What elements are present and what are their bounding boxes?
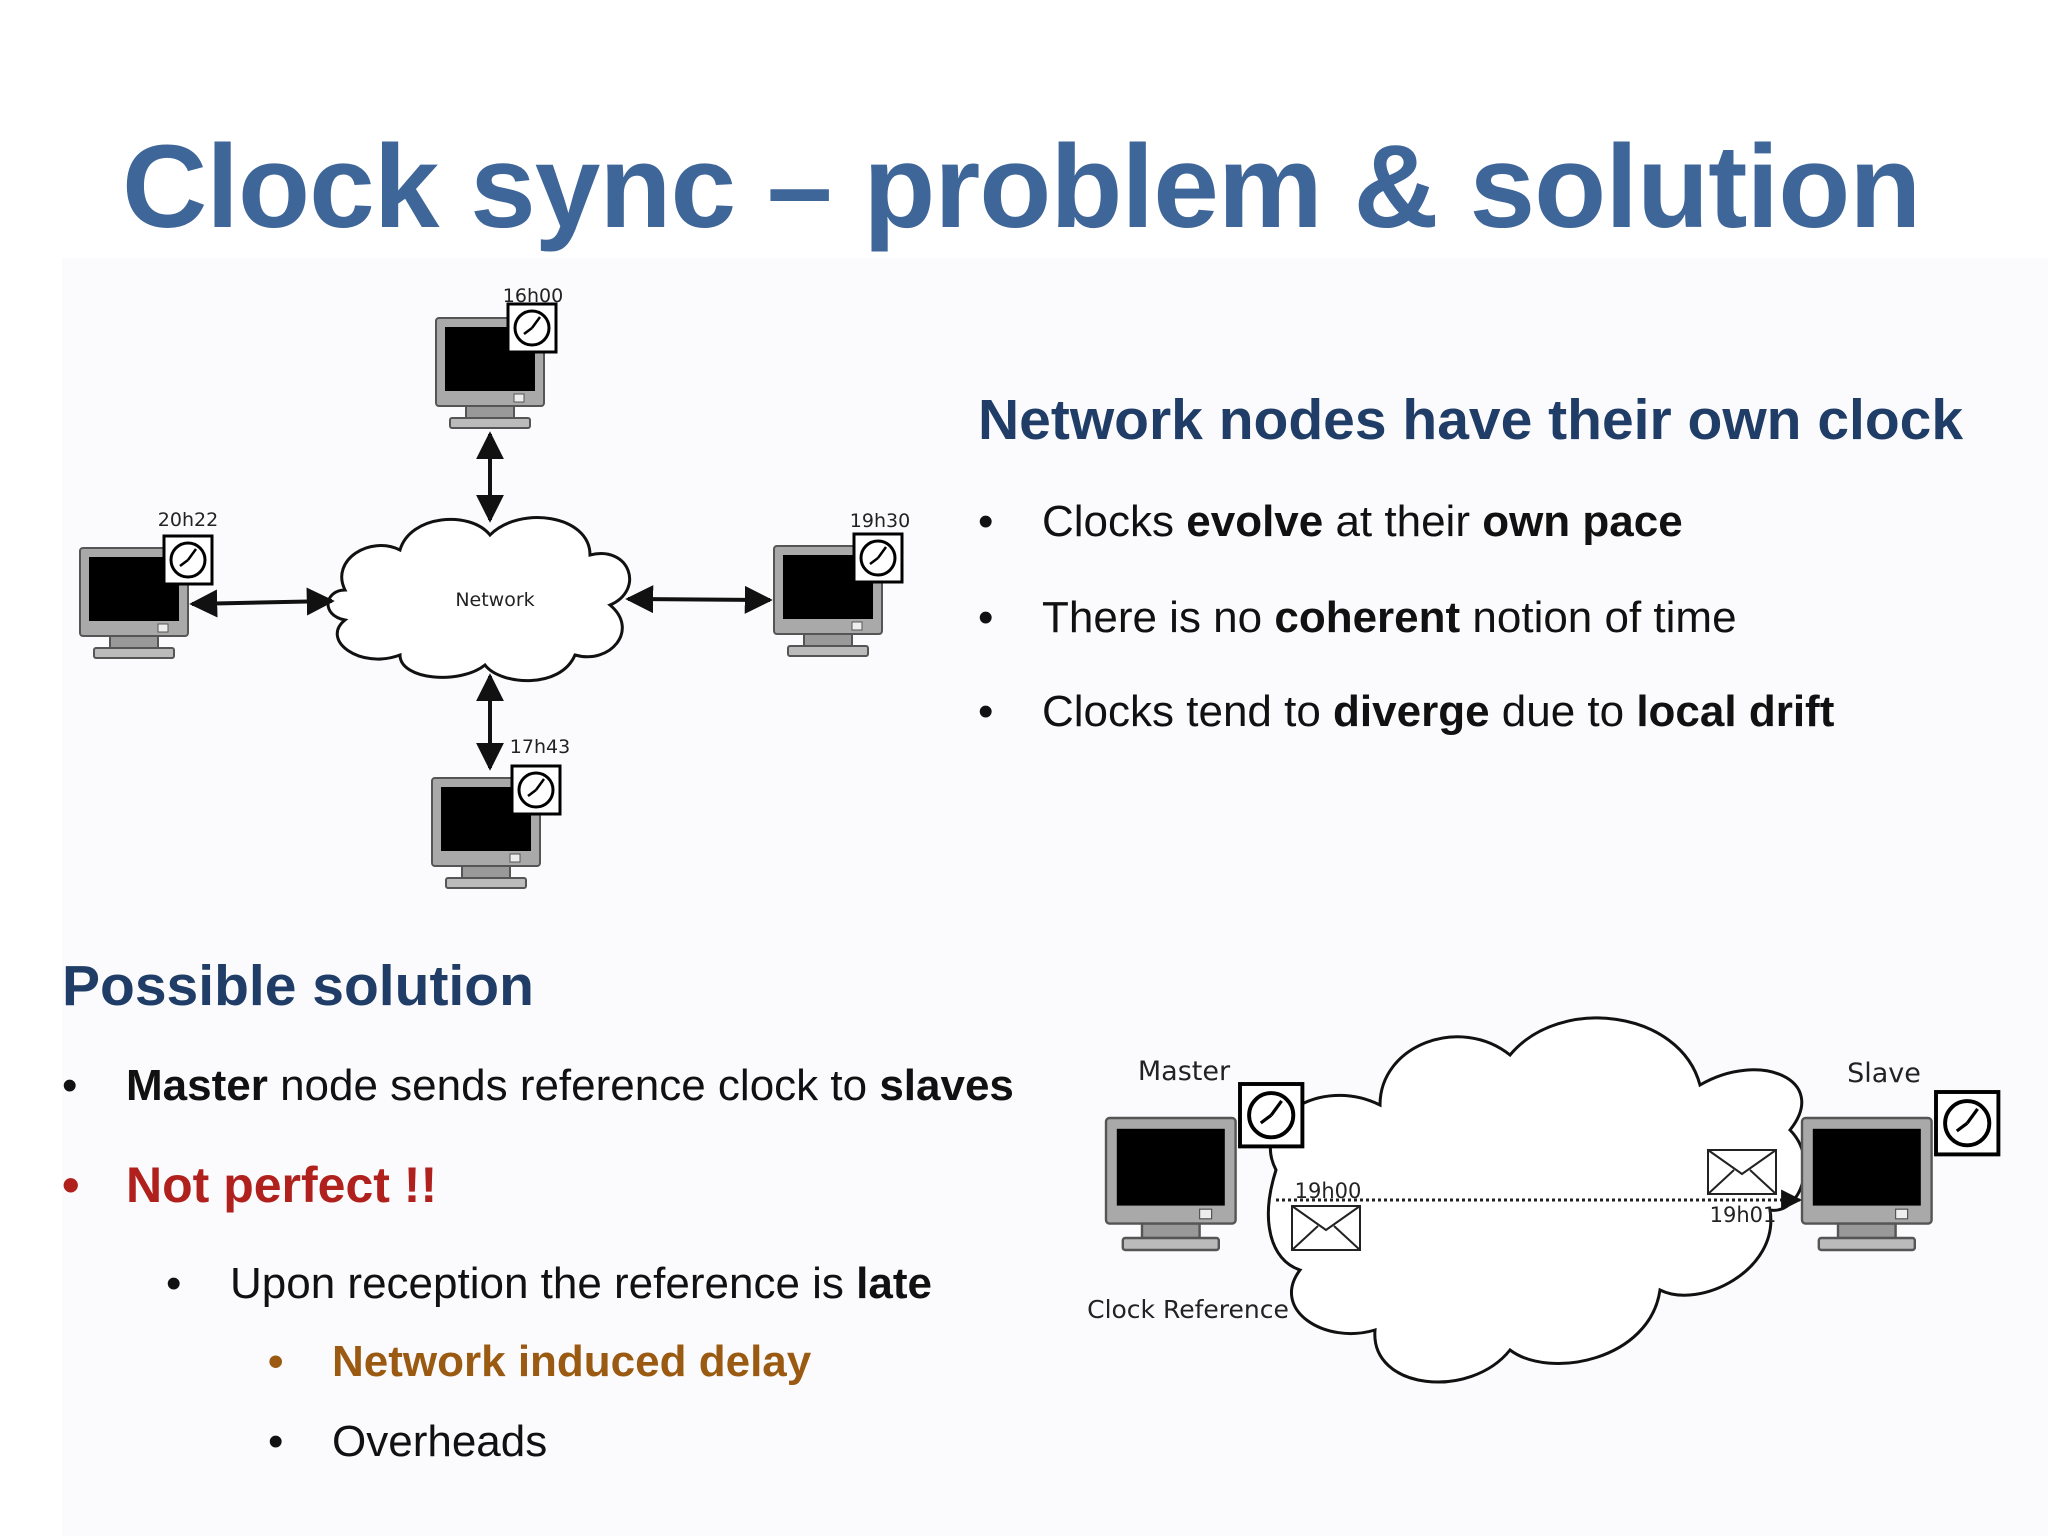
network-node-left [79,534,214,659]
network-node-left-time: 20h22 [158,509,218,531]
master-label: Master [1138,1056,1231,1087]
content-background [62,258,2048,1536]
network-node-top [435,302,558,429]
bullet-dot: • [268,1337,284,1386]
solution-heading: Possible solution [62,954,534,1018]
sent-time-label: 19h00 [1295,1179,1362,1203]
not-perfect-text: Not perfect !! [126,1157,438,1213]
clock-reference-label: Clock Reference [1087,1295,1289,1324]
network-node-top-time: 16h00 [503,285,563,307]
envelope-icon [1707,1149,1777,1195]
network-node-right [773,532,904,657]
bullet-dot: • [62,1061,78,1110]
bullet-dot: • [978,497,994,546]
received-time-label: 19h01 [1710,1203,1777,1227]
network-cloud [326,516,632,683]
slave-label: Slave [1847,1058,1921,1089]
slave-node [1800,1090,2001,1252]
link-right [625,585,773,614]
bullet-dot: • [62,1157,80,1213]
network-node-bottom [431,764,562,889]
bullet-dot: • [268,1417,284,1466]
envelope-icon [1291,1205,1361,1251]
network-cloud-label: Network [455,589,534,611]
network-node-right-time: 19h30 [850,510,910,532]
bullet-dot: • [978,687,994,736]
slide-title: Clock sync – problem & solution [122,121,1921,253]
network-delay-text: Network induced delay [332,1337,812,1386]
master-slave-diagram: Master Clock Reference Slave 19h00 19h01 [1087,1016,2001,1384]
bullet-dot: • [978,593,994,642]
network-node-bottom-time: 17h43 [510,736,570,758]
link-left [189,587,335,618]
nodes-heading: Network nodes have their own clock [978,388,1964,452]
bullet-dot: • [166,1259,182,1308]
overheads-text: Overheads [332,1417,548,1466]
